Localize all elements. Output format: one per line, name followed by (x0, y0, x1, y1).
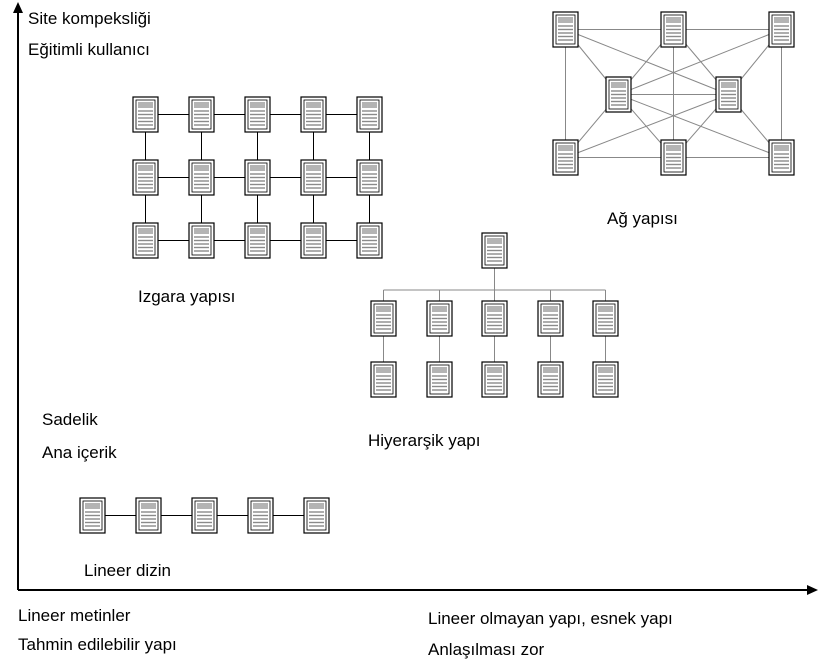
hierarchy-page-icon (537, 300, 564, 337)
hierarchy-structure (370, 232, 619, 398)
linear-page-icon (303, 497, 330, 534)
linear-page-icon (79, 497, 106, 534)
x-axis-right-label-1: Lineer olmayan yapı, esnek yapı (428, 609, 673, 628)
x-axis-arrowhead (807, 585, 818, 595)
network-page-icon (552, 11, 579, 48)
network-page-icon (768, 11, 795, 48)
network-page-icon (660, 11, 687, 48)
grid-page-icon (244, 222, 271, 259)
network-connector (565, 29, 729, 95)
hierarchy-structure-connectors (383, 268, 606, 362)
grid-page-icon (132, 96, 159, 133)
x-axis-right-label-2: Anlaşılması zor (428, 640, 545, 659)
network-page-icon (552, 139, 579, 176)
network-connector (618, 94, 782, 158)
hierarchy-page-icon (481, 361, 508, 398)
grid-page-icon (188, 222, 215, 259)
grid-page-icon (244, 96, 271, 133)
y-axis-arrowhead (13, 2, 23, 13)
y-axis-top-label-2: Eğitimli kullanıcı (28, 40, 150, 59)
linear-page-icon (191, 497, 218, 534)
network-connector (565, 94, 729, 158)
network-page-icon (660, 139, 687, 176)
grid-page-icon (356, 96, 383, 133)
grid-structure-label: Izgara yapısı (138, 287, 236, 306)
y-axis-bottom-label-2: Ana içerik (42, 443, 117, 462)
grid-page-icon (132, 159, 159, 196)
hierarchy-structure-label: Hiyerarşik yapı (368, 431, 481, 450)
hierarchy-page-icon (370, 361, 397, 398)
network-page-icon (715, 76, 742, 113)
network-page-icon (605, 76, 632, 113)
y-axis-bottom-label-1: Sadelik (42, 410, 98, 429)
hierarchy-page-icon (426, 300, 453, 337)
linear-structure-label: Lineer dizin (84, 561, 171, 580)
grid-page-icon (300, 222, 327, 259)
network-structure-connectors (565, 29, 782, 158)
grid-page-icon (356, 159, 383, 196)
hierarchy-page-icon (592, 361, 619, 398)
hierarchy-page-icon (370, 300, 397, 337)
hierarchy-page-icon (592, 300, 619, 337)
grid-structure-connectors (145, 114, 370, 241)
hierarchy-page-icon (426, 361, 453, 398)
network-structure-label: Ağ yapısı (607, 209, 678, 228)
linear-page-icon (135, 497, 162, 534)
hierarchy-page-icon (481, 300, 508, 337)
y-axis-top-label-1: Site kompeksliği (28, 9, 151, 28)
grid-page-icon (300, 159, 327, 196)
x-axis-left-label-1: Lineer metinler (18, 606, 131, 625)
axes (13, 2, 818, 595)
x-axis-left-label-2: Tahmin edilebilir yapı (18, 635, 177, 654)
hierarchy-page-icon (537, 361, 564, 398)
grid-page-icon (244, 159, 271, 196)
network-page-icon (768, 139, 795, 176)
hierarchy-root-page-icon (481, 232, 508, 269)
grid-page-icon (300, 96, 327, 133)
grid-page-icon (132, 222, 159, 259)
network-connector (618, 29, 782, 95)
grid-page-icon (188, 96, 215, 133)
grid-page-icon (188, 159, 215, 196)
grid-page-icon (356, 222, 383, 259)
linear-page-icon (247, 497, 274, 534)
